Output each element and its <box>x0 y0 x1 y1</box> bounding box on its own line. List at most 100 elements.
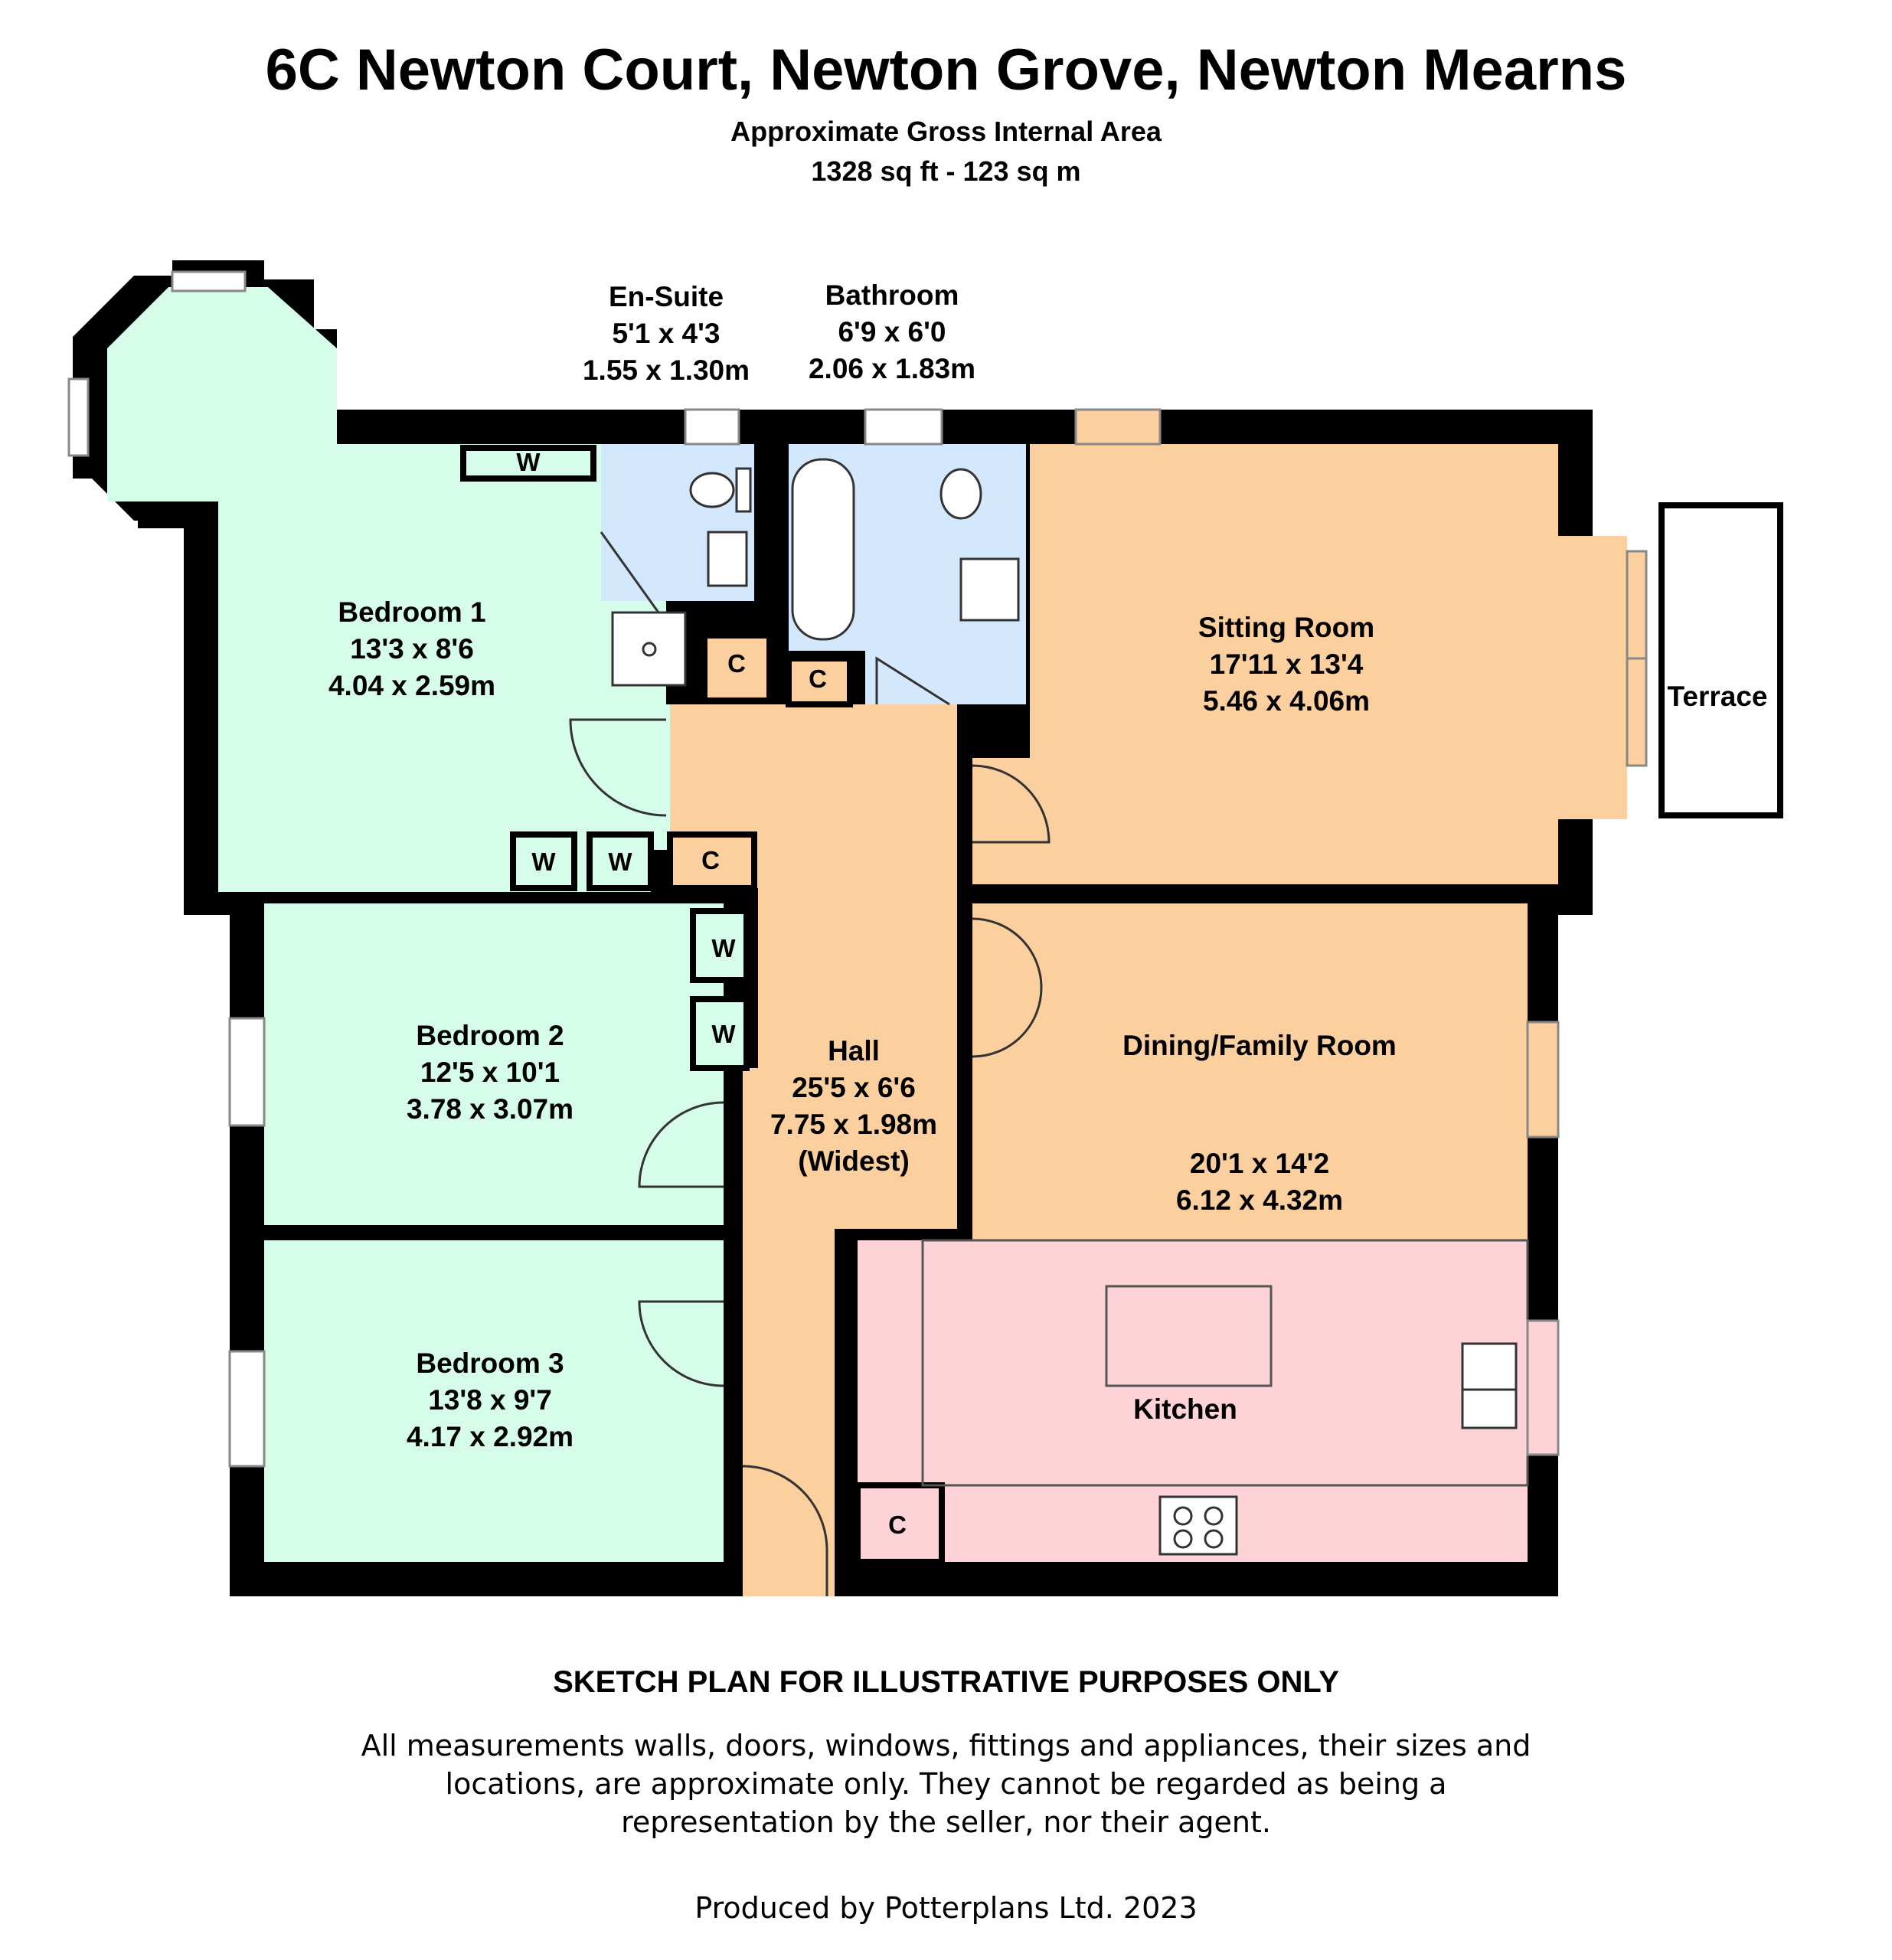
wardrobe-bed1-top <box>460 445 596 482</box>
door-bed2 <box>638 1101 724 1188</box>
door-bed1 <box>569 718 667 817</box>
storage-units <box>460 445 750 1071</box>
label-bathroom-metric: 2.06 x 1.83m <box>809 353 975 384</box>
room-kitchen-floor <box>858 1240 1528 1562</box>
window-bay-left <box>67 377 90 457</box>
cupboard-hall-a <box>701 632 773 704</box>
label-cupboard: C <box>809 665 827 693</box>
room-bedroom1-floor <box>107 287 670 892</box>
window-dining <box>1526 1021 1560 1138</box>
produced-by: Produced by Potterplans Ltd. 2023 <box>694 1891 1198 1925</box>
window-bed3 <box>228 1350 266 1468</box>
door-ensuite <box>600 531 660 613</box>
room-bedroom3-floor <box>264 1240 724 1562</box>
wardrobe-bed1-a <box>510 831 577 891</box>
label-cupboard: C <box>888 1511 907 1539</box>
door-sitting <box>972 764 1051 844</box>
label-wardrobe: W <box>608 848 632 876</box>
label-hall-metric: 7.75 x 1.98m <box>770 1109 937 1140</box>
label-hall-note: (Widest) <box>798 1145 910 1177</box>
hob <box>1158 1495 1238 1556</box>
label-ensuite-metric: 1.55 x 1.30m <box>583 354 750 386</box>
disclaimer-line: representation by the seller, nor their … <box>621 1805 1271 1839</box>
door-entrance <box>742 1465 828 1596</box>
disclaimer-text: All measurements walls, doors, windows, … <box>0 1726 1892 1841</box>
label-sitting-name: Sitting Room <box>1198 612 1374 643</box>
disclaimer-heading: SKETCH PLAN FOR ILLUSTRATIVE PURPOSES ON… <box>553 1665 1339 1699</box>
label-bed2-metric: 3.78 x 3.07m <box>407 1093 573 1125</box>
area-summary: Approximate Gross Internal Area 1328 sq … <box>0 112 1892 191</box>
window-ensuite <box>684 408 740 446</box>
room-sitting-floor <box>972 444 1627 884</box>
label-wardrobe: W <box>711 1020 736 1048</box>
label-bed3-name: Bedroom 3 <box>416 1348 564 1379</box>
label-hall-imperial: 25'5 x 6'6 <box>792 1072 916 1103</box>
bathroom-toilet <box>939 468 982 520</box>
room-labels: En-Suite 5'1 x 4'3 1.55 x 1.30m Bathroom… <box>328 279 1768 1539</box>
wardrobe-bed2-b <box>690 996 750 1071</box>
room-dining-floor <box>972 903 1528 1240</box>
label-wardrobe: W <box>711 934 736 962</box>
label-bed3-imperial: 13'8 x 9'7 <box>428 1384 552 1416</box>
label-bed1-name: Bedroom 1 <box>338 596 485 628</box>
window-bay-top <box>171 270 247 292</box>
label-terrace: Terrace <box>1668 681 1768 712</box>
label-wardrobe: W <box>516 448 541 476</box>
label-dining-metric: 6.12 x 4.32m <box>1176 1184 1343 1216</box>
wardrobe-bed2-a <box>690 908 750 983</box>
bath <box>791 458 855 641</box>
ensuite-toilet <box>689 472 735 508</box>
cupboard-hall-c <box>667 831 757 891</box>
window-bathroom <box>864 408 943 446</box>
ensuite-toilet-cistern <box>735 467 752 513</box>
terrace-outline <box>1658 502 1783 818</box>
label-bed3-metric: 4.17 x 2.92m <box>407 1421 573 1452</box>
bathroom-basin <box>959 557 1020 622</box>
door-dining <box>972 917 1043 1058</box>
fixtures <box>611 458 1529 1556</box>
label-ensuite-imperial: 5'1 x 4'3 <box>612 318 720 349</box>
area-value: 1328 sq ft - 123 sq m <box>811 155 1081 187</box>
label-bathroom-name: Bathroom <box>825 279 959 311</box>
cupboards <box>667 632 945 1565</box>
room-bathroom-floor-lower <box>865 651 1026 704</box>
label-ensuite-name: En-Suite <box>609 281 724 312</box>
room-bedroom2-floor <box>264 903 724 1225</box>
label-sitting-imperial: 17'11 x 13'4 <box>1210 648 1364 680</box>
door-bed3 <box>638 1300 724 1387</box>
label-bed1-imperial: 13'3 x 8'6 <box>350 633 474 665</box>
label-bed2-name: Bedroom 2 <box>416 1020 564 1051</box>
room-hall-floor <box>670 704 957 1596</box>
label-bed2-imperial: 12'5 x 10'1 <box>420 1057 560 1088</box>
plan-title: 6C Newton Court, Newton Grove, Newton Me… <box>265 38 1627 103</box>
label-cupboard: C <box>701 846 720 874</box>
label-dining-imperial: 20'1 x 14'2 <box>1190 1148 1329 1179</box>
window-bed2 <box>228 1017 266 1127</box>
disclaimer-line: All measurements walls, doors, windows, … <box>361 1729 1531 1762</box>
window-sitting-right-a <box>1626 550 1648 660</box>
door-swings <box>569 531 1051 1596</box>
cupboard-kitchen <box>855 1482 945 1565</box>
label-dining-name: Dining/Family Room <box>1122 1030 1397 1061</box>
label-sitting-metric: 5.46 x 4.06m <box>1203 685 1370 717</box>
label-wardrobe: W <box>531 848 556 876</box>
disclaimer-line: locations, are approximate only. They ca… <box>445 1767 1447 1801</box>
label-bed1-metric: 4.04 x 2.59m <box>328 670 495 701</box>
ensuite-basin <box>707 531 748 587</box>
window-sitting-right-b <box>1626 657 1648 767</box>
shower-drain <box>642 642 657 657</box>
label-bathroom-imperial: 6'9 x 6'0 <box>838 316 946 348</box>
window-sitting-top <box>1074 408 1162 446</box>
door-bathroom <box>875 656 950 706</box>
kitchen-island <box>1105 1285 1273 1387</box>
wardrobe-bed1-b <box>587 831 654 891</box>
cupboard-hall-b <box>786 655 853 707</box>
label-hall-name: Hall <box>828 1035 880 1067</box>
label-cupboard: C <box>727 649 746 678</box>
window-kitchen <box>1526 1319 1560 1456</box>
label-kitchen: Kitchen <box>1133 1393 1237 1425</box>
windows <box>67 270 1648 1468</box>
sink-drainer <box>1461 1388 1518 1429</box>
area-label: Approximate Gross Internal Area <box>730 116 1162 147</box>
